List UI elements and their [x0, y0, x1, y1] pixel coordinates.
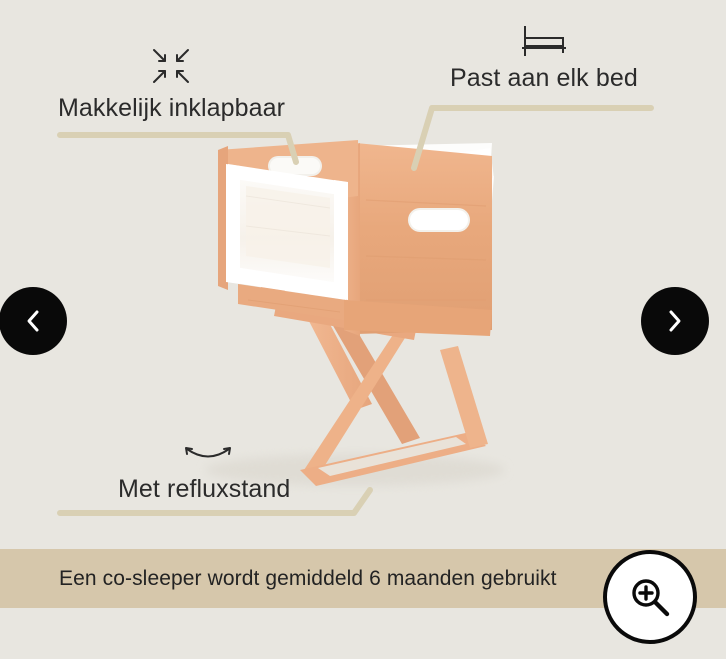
zoom-in-button[interactable] [603, 550, 697, 644]
collapse-arrows-icon [153, 49, 189, 83]
callout-reflux: Met refluxstand [118, 444, 290, 504]
curved-tilt-arrow-icon [185, 447, 231, 458]
carousel-prev-button[interactable] [0, 287, 67, 355]
callout-reflux-label: Met refluxstand [118, 475, 291, 503]
carousel-next-button[interactable] [641, 287, 709, 355]
chevron-right-icon [669, 310, 681, 332]
info-banner-text: Een co-sleeper wordt gemiddeld 6 maanden… [59, 566, 557, 590]
callout-fits-bed-label: Past aan elk bed [450, 64, 638, 92]
cosleeper-stand [260, 282, 488, 486]
callout-fits-bed: Past aan elk bed [450, 24, 638, 93]
callout-collapsible-label: Makkelijk inklapbaar [58, 94, 286, 122]
chevron-left-icon [27, 310, 39, 332]
callout-collapsible: Makkelijk inklapbaar [58, 46, 285, 123]
bed-icon [522, 26, 566, 56]
magnifier-plus-icon [632, 579, 670, 617]
mesh-side-panel [226, 164, 348, 300]
